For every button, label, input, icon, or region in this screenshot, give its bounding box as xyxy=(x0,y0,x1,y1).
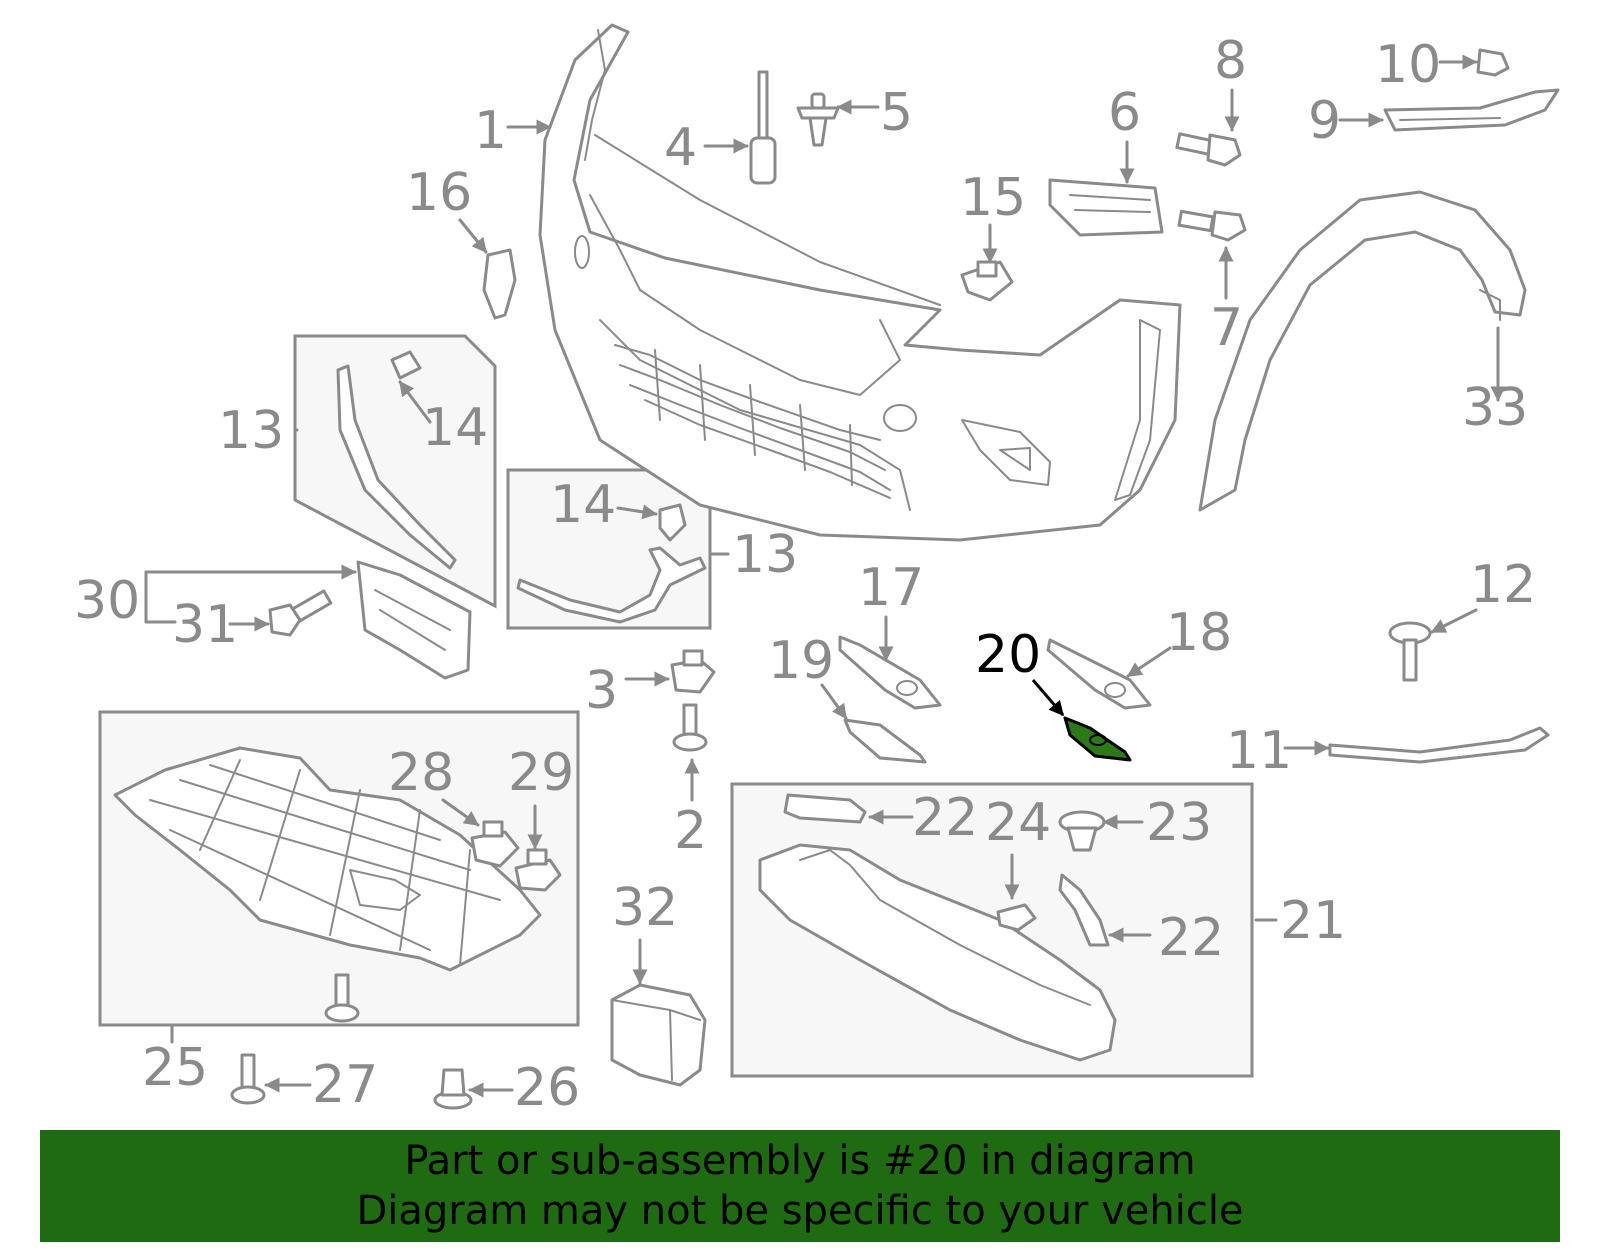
leader-lines xyxy=(144,54,1506,1098)
absorber-part-21[interactable] xyxy=(758,843,1117,1062)
bolt-part-25-fastener[interactable] xyxy=(324,973,360,1023)
cover-part-19[interactable] xyxy=(843,718,927,764)
label-28[interactable]: 28 xyxy=(388,743,454,803)
label-18[interactable]: 18 xyxy=(1166,603,1232,663)
undercover-part-25[interactable] xyxy=(113,746,542,972)
sensor-part-32[interactable] xyxy=(610,983,707,1087)
label-17[interactable]: 17 xyxy=(858,558,924,618)
label-1[interactable]: 1 xyxy=(474,101,507,161)
info-banner: Part or sub-assembly is #20 in diagram D… xyxy=(40,1130,1560,1242)
label-11[interactable]: 11 xyxy=(1226,721,1292,781)
label-15[interactable]: 15 xyxy=(960,168,1026,228)
bracket-part-16[interactable] xyxy=(482,248,517,320)
bolt-part-8[interactable] xyxy=(1175,132,1242,167)
label-29[interactable]: 29 xyxy=(508,743,574,803)
bolt-part-27[interactable] xyxy=(230,1053,266,1105)
clip-part-14-left[interactable] xyxy=(390,350,422,380)
highlighted-part-20[interactable] xyxy=(1063,716,1132,762)
bolt-part-2[interactable] xyxy=(672,703,708,752)
part-labels: 1 2 3 4 5 6 7 8 9 10 11 12 13 13 14 14 1… xyxy=(74,31,1536,1118)
clip-part-26[interactable] xyxy=(433,1068,473,1110)
nut-part-28[interactable] xyxy=(470,820,520,868)
label-13-left[interactable]: 13 xyxy=(218,401,284,461)
bracket-part-6[interactable] xyxy=(1048,178,1164,237)
label-7[interactable]: 7 xyxy=(1210,298,1243,358)
banner-line-disclaimer: Diagram may not be specific to your vehi… xyxy=(356,1188,1244,1234)
banner-line-part: Part or sub-assembly is #20 in diagram xyxy=(404,1138,1196,1184)
license-bracket-part-30[interactable] xyxy=(356,560,472,680)
bolt-part-31[interactable] xyxy=(268,589,333,637)
strip-part-11[interactable] xyxy=(1328,726,1550,764)
rivet-part-4[interactable] xyxy=(749,70,777,185)
label-25[interactable]: 25 xyxy=(142,1038,208,1098)
label-30[interactable]: 30 xyxy=(74,571,140,631)
label-16[interactable]: 16 xyxy=(406,163,472,223)
cover-part-18[interactable] xyxy=(1046,638,1152,710)
label-14-left[interactable]: 14 xyxy=(422,398,488,458)
screw-part-12[interactable] xyxy=(1388,621,1432,682)
label-23[interactable]: 23 xyxy=(1146,793,1212,853)
label-32[interactable]: 32 xyxy=(612,878,678,938)
clip-part-5[interactable] xyxy=(796,92,840,147)
grille-trim-part-13-left[interactable] xyxy=(336,364,457,570)
label-26[interactable]: 26 xyxy=(514,1058,580,1118)
nut-part-24[interactable] xyxy=(996,903,1037,932)
label-13-right[interactable]: 13 xyxy=(732,525,798,585)
label-22-right[interactable]: 22 xyxy=(1158,908,1224,968)
label-6[interactable]: 6 xyxy=(1108,83,1141,143)
label-9[interactable]: 9 xyxy=(1308,91,1341,151)
label-20[interactable]: 20 xyxy=(975,625,1041,685)
bracket-part-22-right[interactable] xyxy=(1058,873,1110,947)
label-22-top[interactable]: 22 xyxy=(912,788,978,848)
group-box-13-left xyxy=(293,334,497,609)
label-14-right[interactable]: 14 xyxy=(550,475,616,535)
label-31[interactable]: 31 xyxy=(172,595,238,655)
label-21[interactable]: 21 xyxy=(1280,891,1346,951)
label-8[interactable]: 8 xyxy=(1214,31,1247,91)
bracket-part-22-top[interactable] xyxy=(783,793,867,824)
label-19[interactable]: 19 xyxy=(768,631,834,691)
label-33[interactable]: 33 xyxy=(1462,378,1528,438)
screw-part-10[interactable] xyxy=(1476,48,1510,77)
label-24[interactable]: 24 xyxy=(985,793,1051,853)
label-2[interactable]: 2 xyxy=(674,801,707,861)
cover-part-17[interactable] xyxy=(838,635,942,710)
label-10[interactable]: 10 xyxy=(1375,35,1441,95)
clip-nut-part-3[interactable] xyxy=(670,649,716,694)
clip-part-14-right[interactable] xyxy=(658,503,687,542)
nut-part-29[interactable] xyxy=(514,848,562,892)
label-27[interactable]: 27 xyxy=(312,1055,378,1115)
clip-part-23[interactable] xyxy=(1058,810,1106,852)
label-12[interactable]: 12 xyxy=(1470,555,1536,615)
clip-part-15[interactable] xyxy=(960,260,1014,302)
label-5[interactable]: 5 xyxy=(880,83,913,143)
label-3[interactable]: 3 xyxy=(585,661,618,721)
bolt-part-7[interactable] xyxy=(1177,209,1247,242)
label-4[interactable]: 4 xyxy=(664,118,697,178)
molding-part-9[interactable] xyxy=(1383,88,1560,132)
grille-trim-part-13-right[interactable] xyxy=(516,546,707,624)
front-bumper-cover-part[interactable] xyxy=(538,23,1182,542)
fender-flare-part-33[interactable] xyxy=(1198,190,1527,512)
